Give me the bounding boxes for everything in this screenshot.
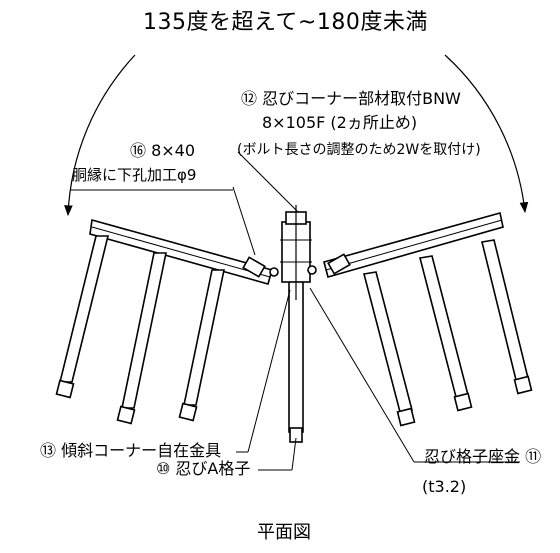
corner-fitting-label-2: 8×105F (2ヵ所止め)	[262, 113, 418, 132]
left-slat-3	[183, 269, 225, 406]
left-slat-2	[121, 252, 167, 409]
right-slat-2	[419, 255, 469, 398]
a-grid-label: ⑩ 忍びA格子	[156, 459, 251, 478]
angle-arc-right	[444, 54, 529, 214]
view-title: 平面図	[257, 522, 311, 543]
left-wing	[55, 218, 273, 425]
grid-washer-label-2: (t3.2)	[422, 477, 467, 496]
right-slat-3	[481, 239, 529, 381]
angle-arc	[64, 54, 136, 217]
corner-fitting-label-1: ⑫ 忍びコーナー部材取付BNW	[241, 89, 461, 108]
center-fitting	[242, 205, 351, 443]
left-slat-1	[58, 235, 110, 383]
corner-fitting-label-3: (ボルト長さの調整のため2Wを取付け)	[237, 142, 481, 158]
tilt-corner-label: ⑬ 傾斜コーナー自在金具	[40, 441, 222, 460]
grid-washer-label-1: 忍び格子座金 ⑪	[424, 447, 542, 466]
right-wing	[323, 212, 533, 427]
drill-hole-label-2: 胴縁に下孔加工φ9	[72, 166, 197, 184]
drill-hole-label-1: ⑯ 8×40	[130, 141, 196, 160]
leaders	[70, 151, 520, 471]
angle-range-label: 135度を超えて~180度未満	[143, 10, 428, 35]
